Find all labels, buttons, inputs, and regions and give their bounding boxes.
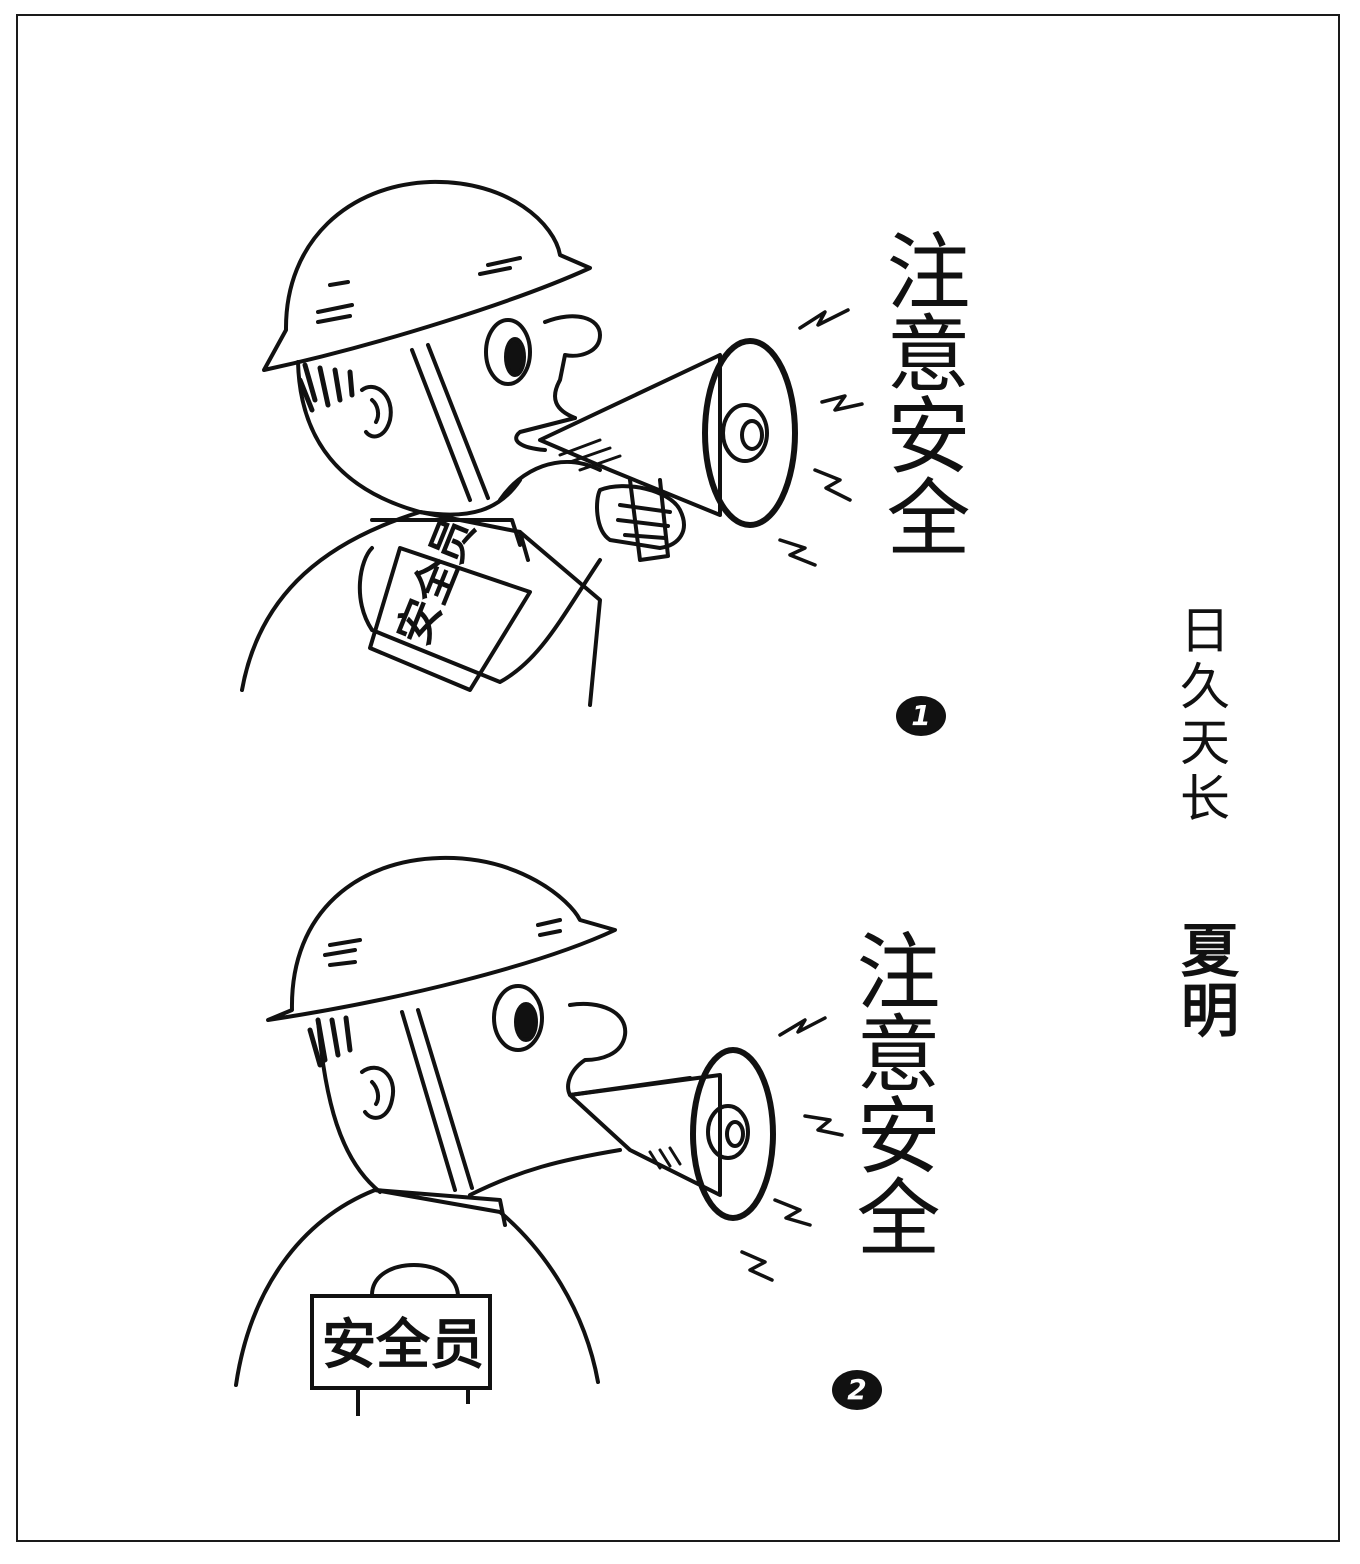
panel2-worker bbox=[234, 855, 692, 1387]
megaphone-icon bbox=[568, 1047, 776, 1221]
hard-hat-icon bbox=[262, 179, 592, 372]
cartoon-title: 日久天长 bbox=[1172, 604, 1230, 828]
panel2-slogan: 注意安全 bbox=[843, 928, 941, 1256]
cartoon-frame bbox=[16, 14, 1340, 1542]
sound-wave-icon bbox=[778, 308, 864, 567]
armband-badge: 安全员 bbox=[388, 511, 485, 652]
megaphone-icon bbox=[538, 338, 798, 562]
cartoon-author: 夏明 bbox=[1171, 920, 1239, 1040]
panel2-number: 2 bbox=[832, 1370, 882, 1410]
panel1-worker bbox=[240, 179, 686, 707]
back-badge-label: 安全员 bbox=[322, 1313, 484, 1376]
sound-wave-icon bbox=[740, 1016, 844, 1282]
back-badge: 安全员 bbox=[310, 1294, 492, 1416]
armband-label: 安全员 bbox=[388, 511, 485, 652]
panel1-slogan: 注意安全 bbox=[873, 228, 971, 556]
panel1-number: 1 bbox=[896, 696, 946, 736]
